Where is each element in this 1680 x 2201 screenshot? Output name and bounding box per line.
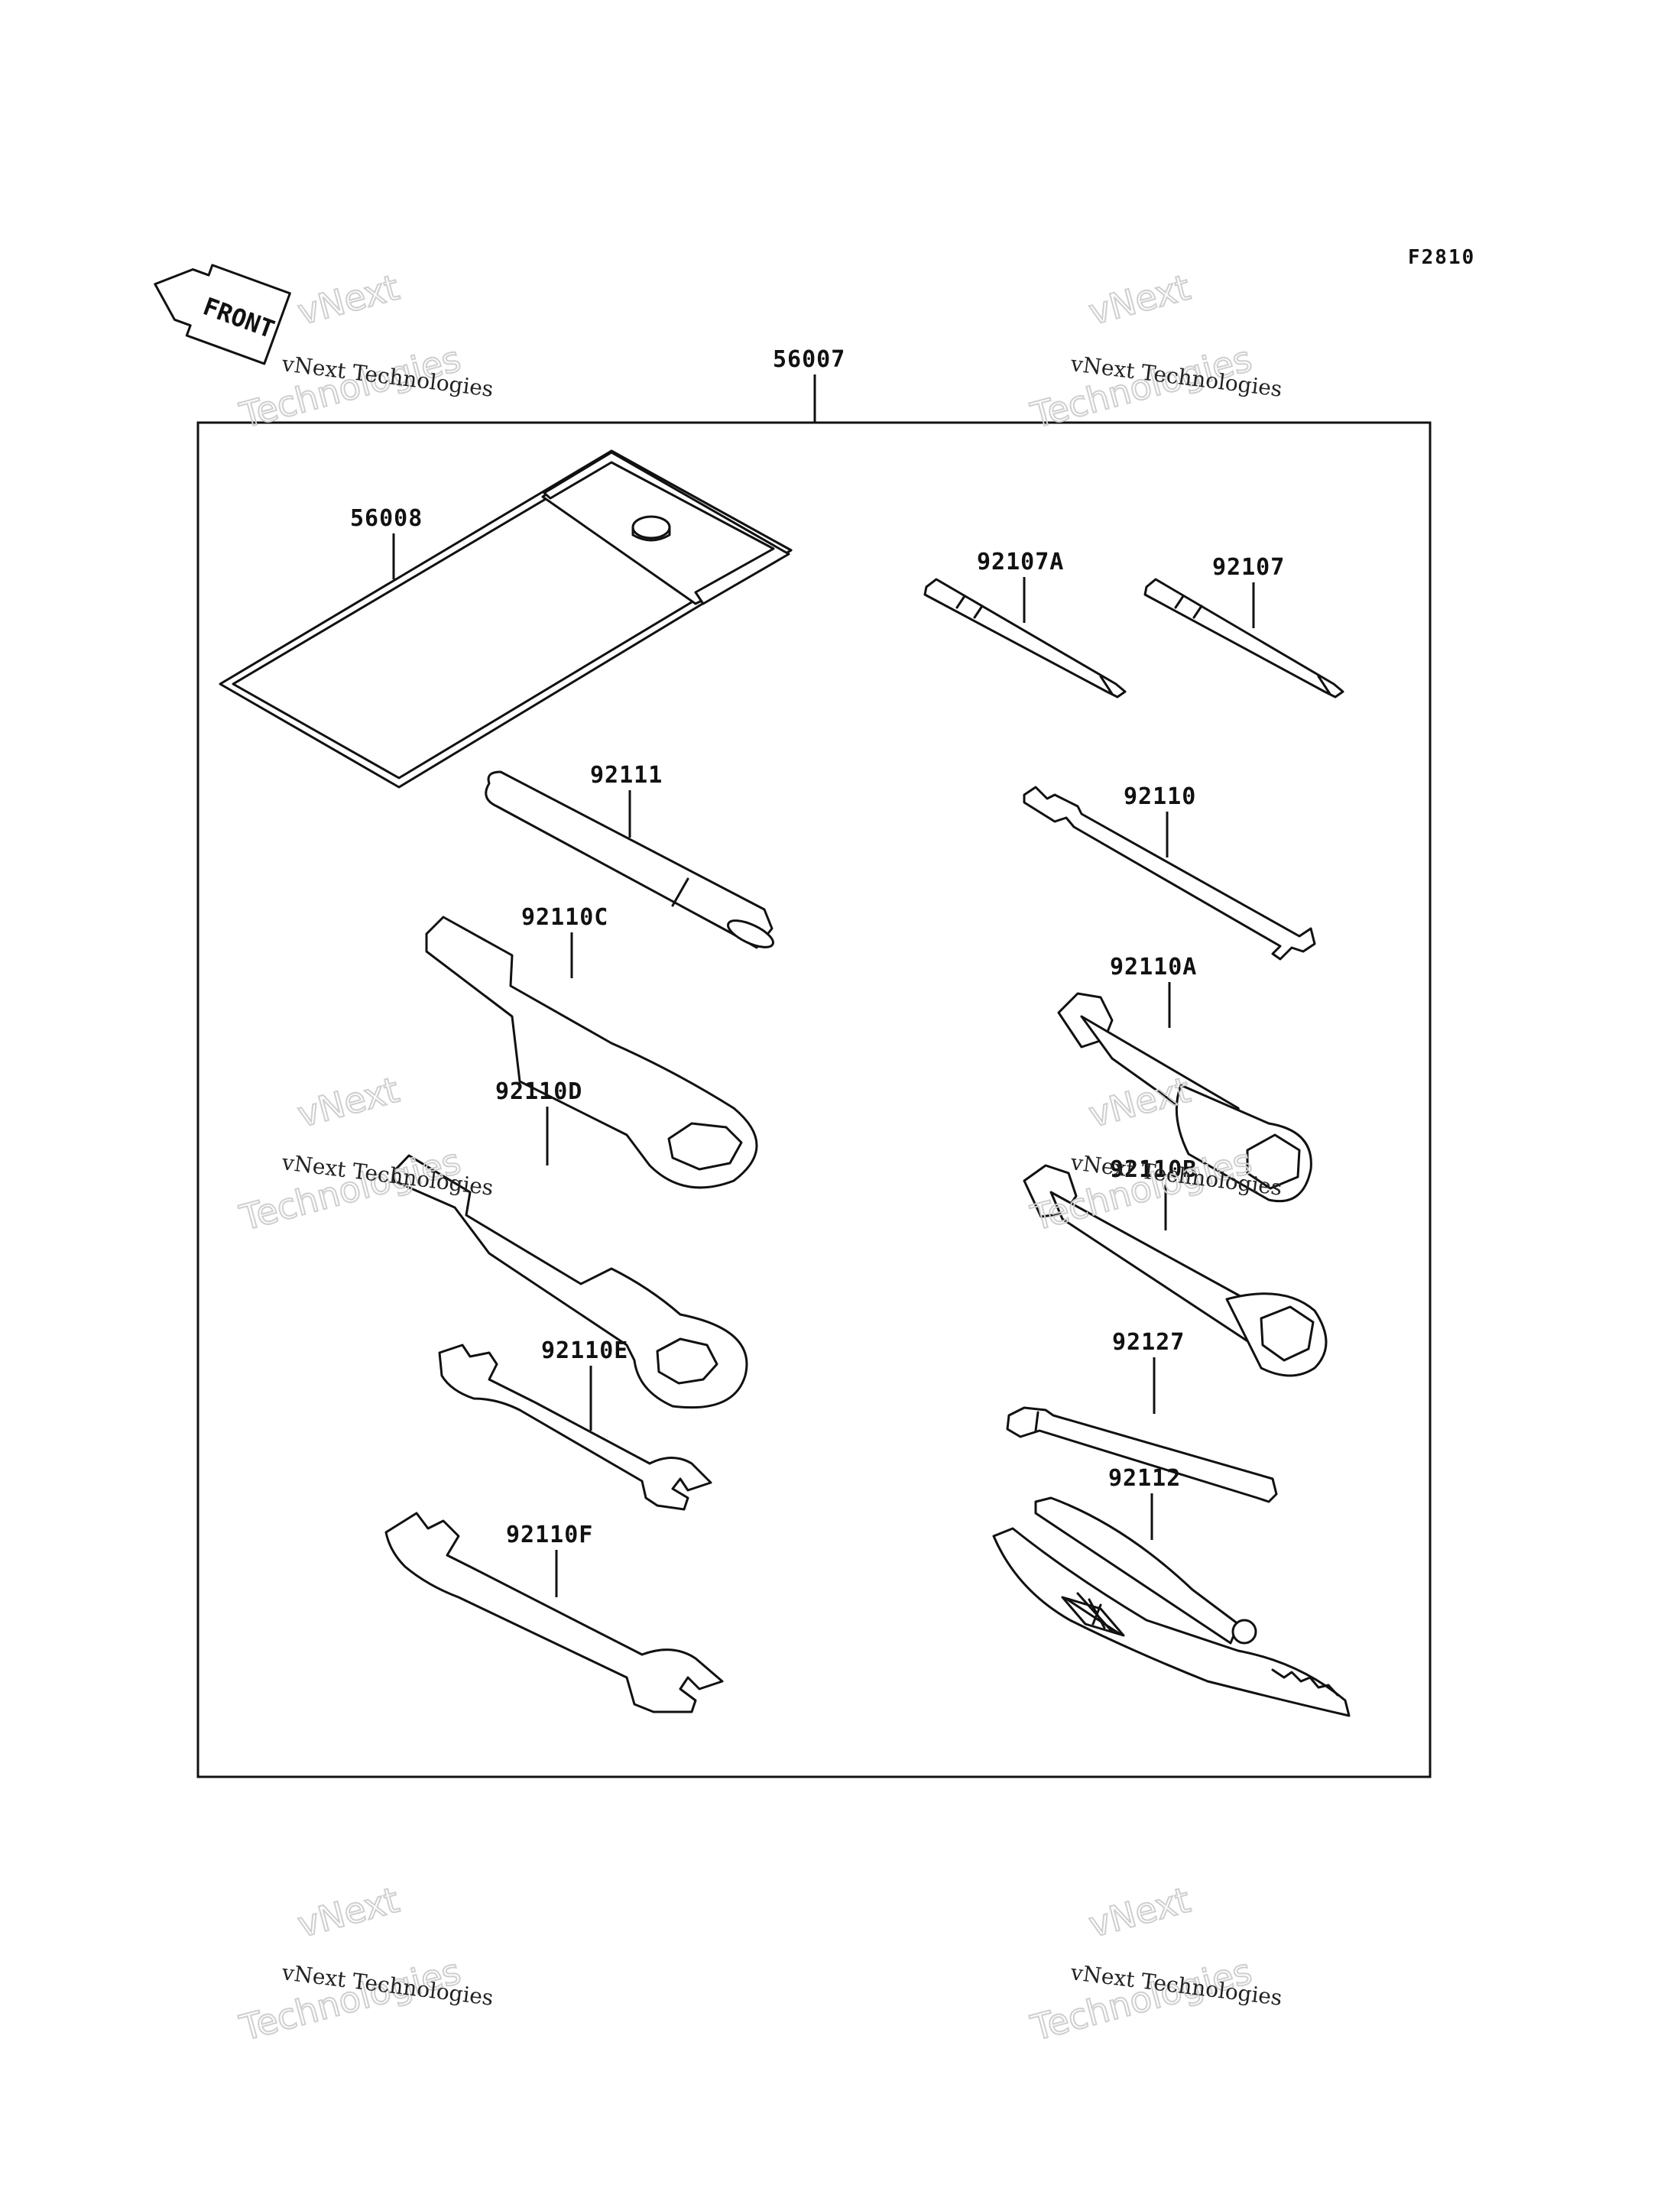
box-spanner-92110b xyxy=(1023,1164,1328,1377)
wrench-bar-92110 xyxy=(1023,786,1316,961)
assembly-number: 56007 xyxy=(773,346,845,373)
watermark-top-right: vNext Technologies vNext Technologies xyxy=(1026,266,1283,437)
watermark-mid-left: vNext Technologies vNext Technologies xyxy=(235,1068,495,1240)
label-92107: 92107 xyxy=(1212,554,1285,581)
watermark-bottom-right: vNext Technologies vNext Technologies xyxy=(1026,1878,1283,2050)
label-92110b: 92110B xyxy=(1110,1156,1197,1183)
label-92107a: 92107A xyxy=(977,549,1064,575)
ring-wrench-92110d xyxy=(392,1154,748,1409)
label-92112: 92112 xyxy=(1108,1465,1181,1492)
label-92110: 92110 xyxy=(1124,783,1196,810)
pliers-92112 xyxy=(992,1496,1351,1717)
kit-frame xyxy=(196,421,1432,1778)
svg-text:vNext: vNext xyxy=(1085,267,1195,333)
label-92110d: 92110D xyxy=(495,1078,582,1105)
svg-text:vNext: vNext xyxy=(294,267,404,333)
svg-text:vNext: vNext xyxy=(294,1069,404,1136)
watermark-mid-right: vNext Technologies vNext Technologies xyxy=(1026,1068,1283,1240)
watermark-bottom-left: vNext Technologies vNext Technologies xyxy=(235,1878,495,2050)
label-92110e: 92110E xyxy=(541,1337,628,1364)
handle-92111 xyxy=(485,770,774,949)
tool-pouch xyxy=(219,449,793,789)
screwdriver-bit-92107 xyxy=(1143,578,1344,699)
box-spanner-92110a xyxy=(1057,992,1312,1203)
hex-key-92127 xyxy=(1006,1406,1278,1503)
label-92110c: 92110C xyxy=(521,904,608,931)
open-wrench-92110e xyxy=(438,1344,712,1511)
figure-code: F2810 xyxy=(1408,246,1475,269)
label-92110f: 92110F xyxy=(506,1522,593,1548)
label-92111: 92111 xyxy=(590,762,663,789)
ring-wrench-92110c xyxy=(425,916,758,1189)
svg-text:vNext: vNext xyxy=(1085,1879,1195,1946)
open-wrench-92110f xyxy=(384,1512,724,1713)
label-92110a: 92110A xyxy=(1110,954,1197,981)
label-92127: 92127 xyxy=(1112,1329,1185,1356)
svg-text:vNext: vNext xyxy=(294,1879,404,1946)
label-56008: 56008 xyxy=(350,505,423,532)
screwdriver-bit-92107a xyxy=(923,578,1127,699)
front-arrow-icon: FRONT xyxy=(154,264,291,365)
